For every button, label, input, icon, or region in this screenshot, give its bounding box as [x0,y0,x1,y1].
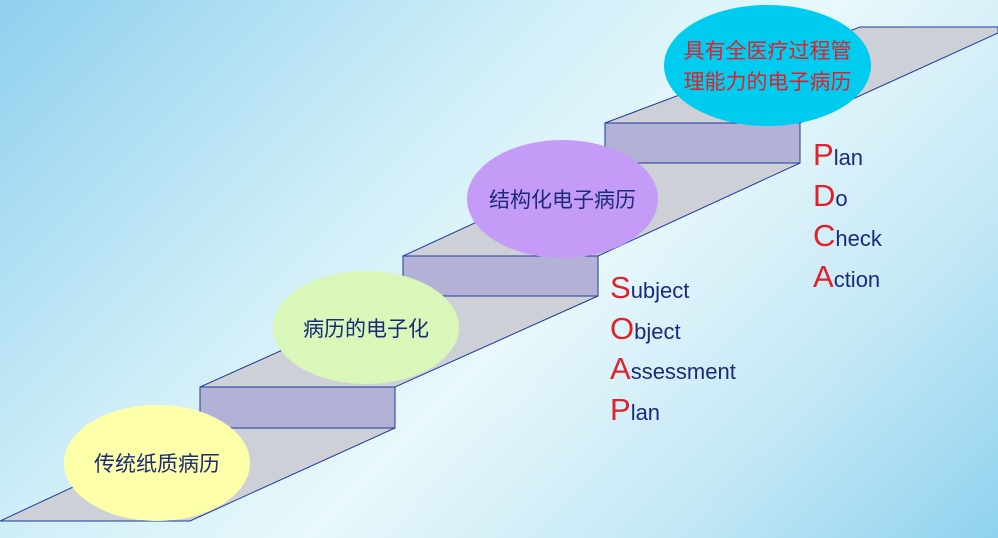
step-paper-record: 传统纸质病历 [64,405,250,521]
step-full-process-emr: 具有全医疗过程管 理能力的电子病历 [664,5,871,126]
step-label: 传统纸质病历 [94,452,220,476]
step-label-line-2: 理能力的电子病历 [683,69,852,94]
soap-rest: ssessment [630,359,736,384]
pdca-initial: A [813,258,834,294]
step-digitized-record: 病历的电子化 [273,271,459,384]
soap-rest: lan [630,399,661,425]
soap-initial: O [610,310,635,346]
pdca-rest: heck [835,226,882,251]
pdca-initial: D [813,177,836,213]
soap-initial: P [610,391,631,427]
pdca-rest: o [835,185,848,211]
soap-rest: bject [634,318,681,344]
step-label: 病历的电子化 [303,316,429,341]
soap-initial: A [610,351,631,386]
pdca-rest: ction [833,266,881,292]
pdca-rest: lan [833,145,864,170]
soap-rest: ubject [630,278,690,303]
pdca-initial: C [813,218,836,253]
step-label: 结构化电子病历 [489,188,636,212]
stair-riser-1 [199,386,396,429]
step-label-line-1: 具有全医疗过程管 [683,38,852,63]
pdca-initial: P [813,137,834,172]
step-structured-emr: 结构化电子病历 [467,140,658,258]
stair-riser-3 [604,122,801,164]
soap-initial: S [610,270,631,305]
